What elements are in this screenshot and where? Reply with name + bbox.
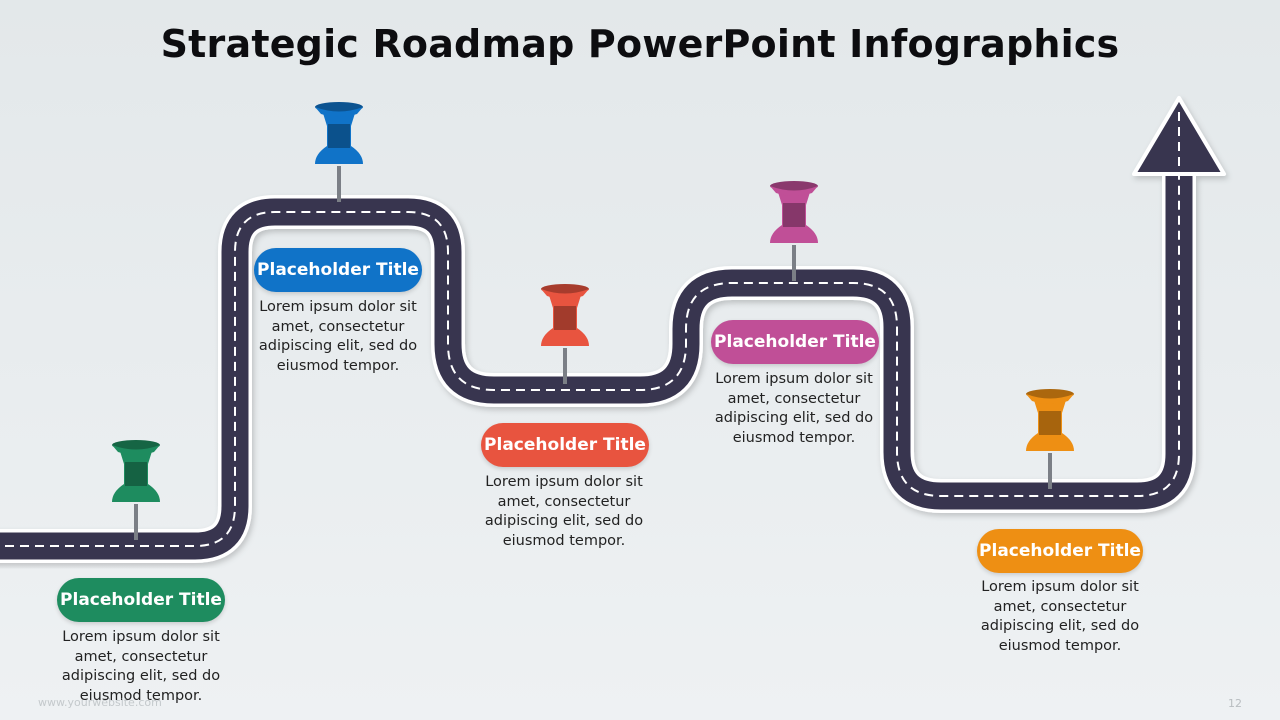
- milestone-4-text: Lorem ipsum dolor sit amet, consectetur …: [714, 371, 874, 446]
- milestone-2-text: Lorem ipsum dolor sit amet, consectetur …: [258, 299, 418, 374]
- push-pin-icon: [112, 440, 160, 540]
- milestone-1-title: Placeholder Title: [57, 578, 225, 622]
- push-pin-icon: [1026, 389, 1074, 489]
- push-pin-icon: [315, 102, 363, 202]
- milestone-3-text: Lorem ipsum dolor sit amet, consectetur …: [484, 474, 644, 549]
- milestone-5-text: Lorem ipsum dolor sit amet, consectetur …: [980, 579, 1140, 654]
- slide-title: Strategic Roadmap PowerPoint Infographic…: [160, 22, 1120, 66]
- milestone-2-title: Placeholder Title: [254, 248, 422, 292]
- milestone-5-title: Placeholder Title: [977, 529, 1143, 573]
- milestone-4-title: Placeholder Title: [711, 320, 879, 364]
- push-pin-icon: [541, 284, 589, 384]
- milestone-1-text: Lorem ipsum dolor sit amet, consectetur …: [61, 629, 221, 704]
- milestone-3-title: Placeholder Title: [481, 423, 649, 467]
- footer-website: www.yourwebsite.com: [38, 696, 162, 709]
- push-pin-icon: [770, 181, 818, 281]
- page-number: 12: [1228, 697, 1242, 710]
